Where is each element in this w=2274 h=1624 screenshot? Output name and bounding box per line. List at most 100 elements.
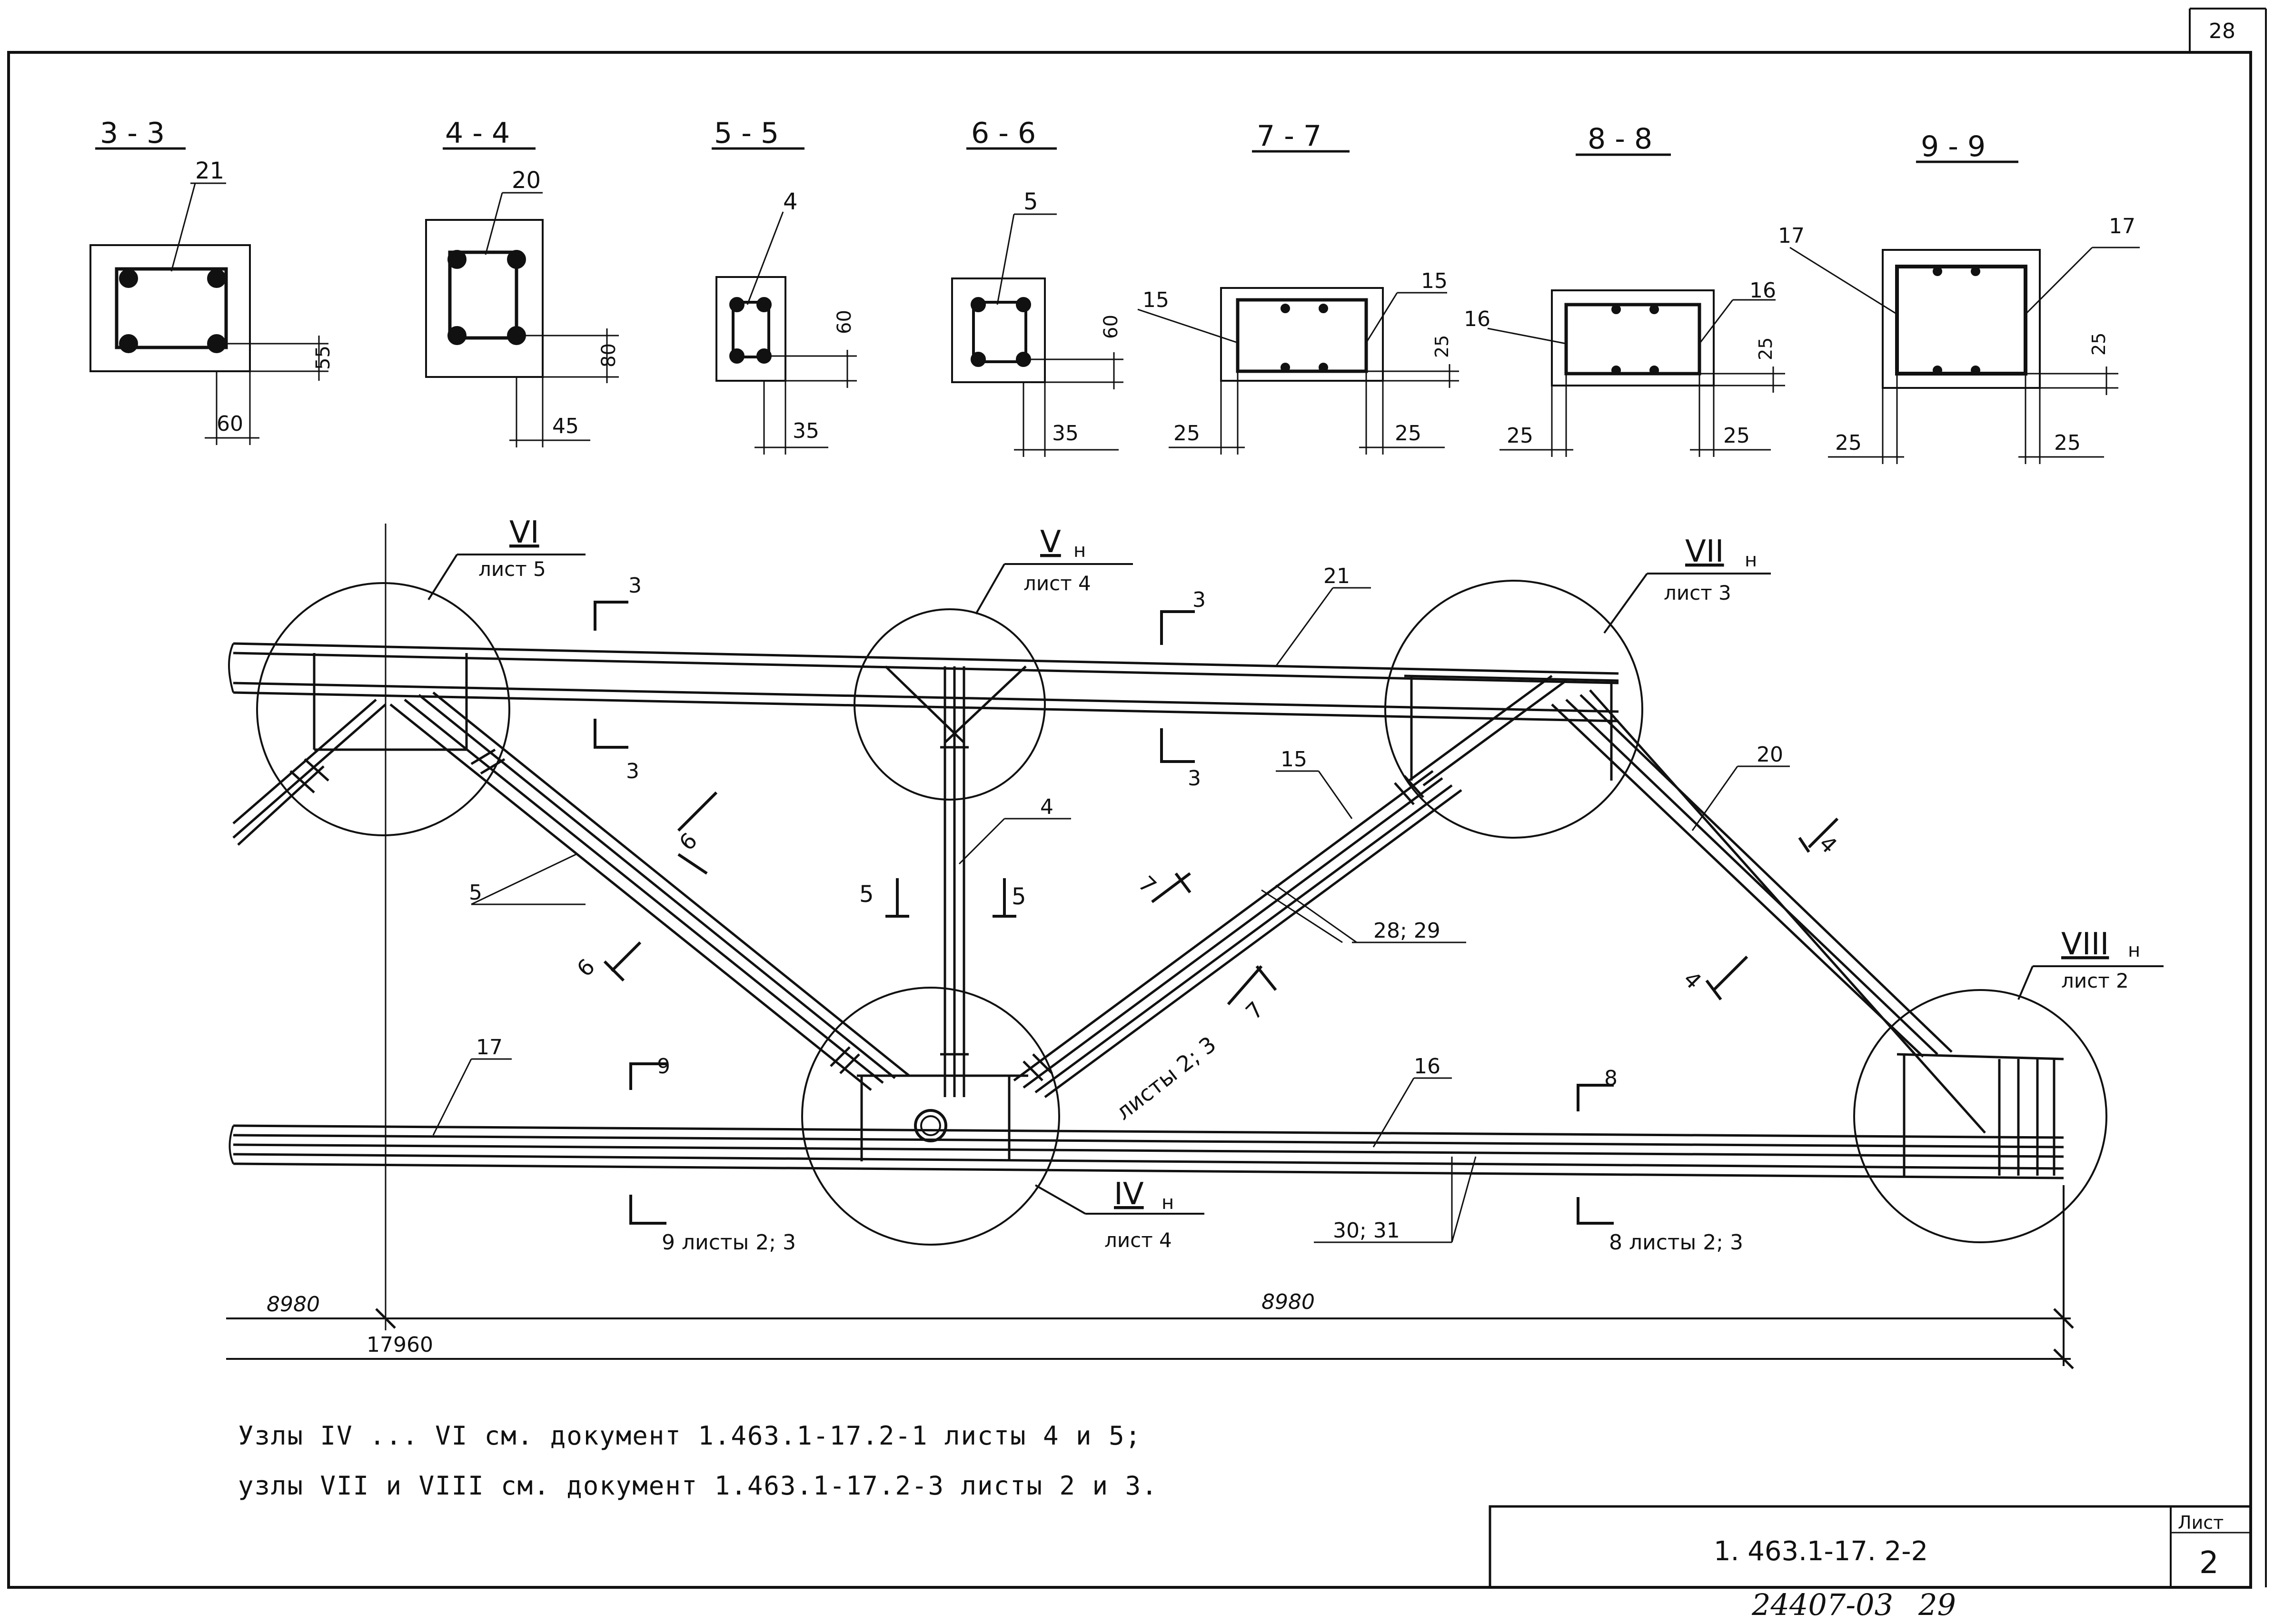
note-line-1: Узлы IV ... VI см. документ 1.463.1-17.2… (238, 1421, 1142, 1451)
section-dimh-9-9-left: 25 (1835, 431, 1862, 455)
section-bar-7-7-left: 15 (1142, 288, 1169, 312)
diagonal-5 (389, 692, 910, 1091)
pos-15: 15 (1281, 747, 1307, 772)
section-dimh-4-4: 45 (552, 414, 579, 438)
node-circle-vi (256, 582, 510, 836)
section-dimh-9-9-right: 25 (2054, 431, 2081, 455)
cut-label-6a: 6 (674, 828, 702, 856)
node-circle-iv (801, 987, 1060, 1246)
cut-label-5a: 5 (859, 881, 874, 908)
pos-21: 21 (1323, 564, 1350, 588)
section-3-3 (89, 147, 328, 445)
section-title-7-7: 7 - 7 (1257, 119, 1321, 153)
section-bar-9-9-right: 17 (2109, 214, 2135, 238)
node-sub-v: н (1073, 540, 1086, 562)
node-labels (427, 554, 2164, 1215)
section-dimv-7-7: 25 (1431, 335, 1452, 358)
section-6-6 (951, 147, 1123, 457)
bar-ties (289, 748, 1424, 1081)
node-sheet-viii: лист 2 (2061, 969, 2129, 992)
section-dimh-3-3: 60 (217, 412, 243, 436)
top-chord (228, 642, 1619, 781)
cut-label-3a: 3 (628, 574, 642, 598)
cut-label-3b: 3 (626, 759, 639, 783)
section-bar-4-4: 20 (512, 167, 541, 194)
cut-label-5b: 5 (1012, 883, 1026, 910)
section-title-6-6: 6 - 6 (971, 117, 1036, 150)
doc-code: 1. 463.1-17. 2-2 (1714, 1536, 1928, 1567)
pos-28-29: 28; 29 (1373, 919, 1440, 943)
node-circle-v (854, 608, 1046, 801)
post-4 (884, 665, 1027, 1097)
cut-label-8: 8 (1604, 1066, 1618, 1090)
section-bar-8-8-right: 16 (1749, 278, 1776, 303)
sheet-label: Лист (2178, 1512, 2224, 1533)
section-dimh-7-7-left: 25 (1173, 421, 1200, 446)
section-dimh-8-8-left: 25 (1507, 424, 1533, 448)
bottom-chord (228, 1053, 2064, 1179)
pos-17: 17 (476, 1035, 503, 1060)
section-bar-5-5: 4 (783, 188, 798, 215)
note-line-2: узлы VII и VIII см. документ 1.463.1-17.… (238, 1471, 1158, 1501)
node-circle-viii (1853, 989, 2107, 1243)
cut-label-4b: 4 (1678, 966, 1707, 994)
cut-ref-9: 9 листы 2; 3 (662, 1230, 796, 1255)
node-circles (256, 580, 2107, 1246)
pos-16: 16 (1414, 1054, 1440, 1079)
section-8-8 (1487, 153, 1785, 457)
node-roman-vi: VI (509, 515, 539, 550)
node-roman-vii: VII (1685, 534, 1724, 569)
section-dimh-5-5: 35 (793, 419, 819, 443)
section-dimh-6-6: 35 (1052, 421, 1079, 446)
section-title-5-5: 5 - 5 (714, 117, 779, 150)
section-dimv-6-6: 60 (1100, 315, 1122, 339)
section-dimv-4-4: 80 (598, 343, 620, 367)
section-bar-9-9-left: 17 (1778, 224, 1805, 248)
node-sheet-iv: лист 4 (1104, 1228, 1172, 1252)
cut-label-4a: 4 (1814, 831, 1842, 859)
section-dimv-3-3: 55 (312, 346, 334, 370)
diagonal-20 (1551, 689, 1986, 1134)
corner-mark: 28 (2209, 19, 2235, 43)
dim-17960: 17960 (367, 1333, 433, 1357)
section-title-3-3: 3 - 3 (100, 117, 165, 150)
pos-30-31: 30; 31 (1333, 1218, 1400, 1243)
section-bar-3-3: 21 (195, 158, 224, 184)
pin-circle (914, 1109, 947, 1142)
cut-label-3d: 3 (1188, 766, 1201, 791)
section-bar-8-8-left: 16 (1464, 307, 1490, 331)
section-9-9 (1789, 160, 2140, 464)
section-title-8-8: 8 - 8 (1588, 122, 1652, 156)
section-7-7 (1137, 150, 1459, 455)
node-sheet-vii: лист 3 (1664, 581, 1731, 604)
node-sub-iv: н (1162, 1192, 1174, 1214)
cut-label-9: 9 (657, 1054, 670, 1079)
section-title-4-4: 4 - 4 (445, 117, 510, 150)
dim-8980-left: 8980 (267, 1292, 320, 1317)
section-dimh-7-7-right: 25 (1395, 421, 1421, 446)
section-4-4 (425, 147, 619, 447)
node-roman-v: V (1040, 525, 1061, 560)
section-title-9-9: 9 - 9 (1921, 130, 1986, 163)
section-dimh-8-8-right: 25 (1723, 424, 1750, 448)
section-bar-6-6: 5 (1023, 188, 1038, 215)
sheet-frame (7, 8, 2267, 1589)
sheet-number: 2 (2199, 1545, 2219, 1581)
cut-label-7a: 7 (1133, 871, 1162, 899)
cut-ref-7: листы 2; 3 (1111, 1031, 1221, 1125)
node-sub-vii: н (1745, 549, 1757, 571)
cut-markers (594, 601, 1839, 1225)
inventory-page: 29 (1918, 1587, 1956, 1622)
pos-20: 20 (1757, 743, 1783, 767)
section-dimv-8-8: 25 (1755, 337, 1776, 360)
node-sub-viii: н (2128, 940, 2140, 961)
dim-8980-right: 8980 (1261, 1290, 1315, 1314)
node-roman-viii: VIII (2061, 927, 2109, 962)
section-bar-7-7-right: 15 (1421, 269, 1448, 293)
pos-4: 4 (1040, 795, 1053, 819)
cut-ref-8: 8 листы 2; 3 (1609, 1230, 1743, 1255)
section-dimv-5-5: 60 (834, 310, 855, 334)
dimension-lines (226, 1185, 2074, 1369)
cut-label-7b: 7 (1241, 997, 1269, 1025)
